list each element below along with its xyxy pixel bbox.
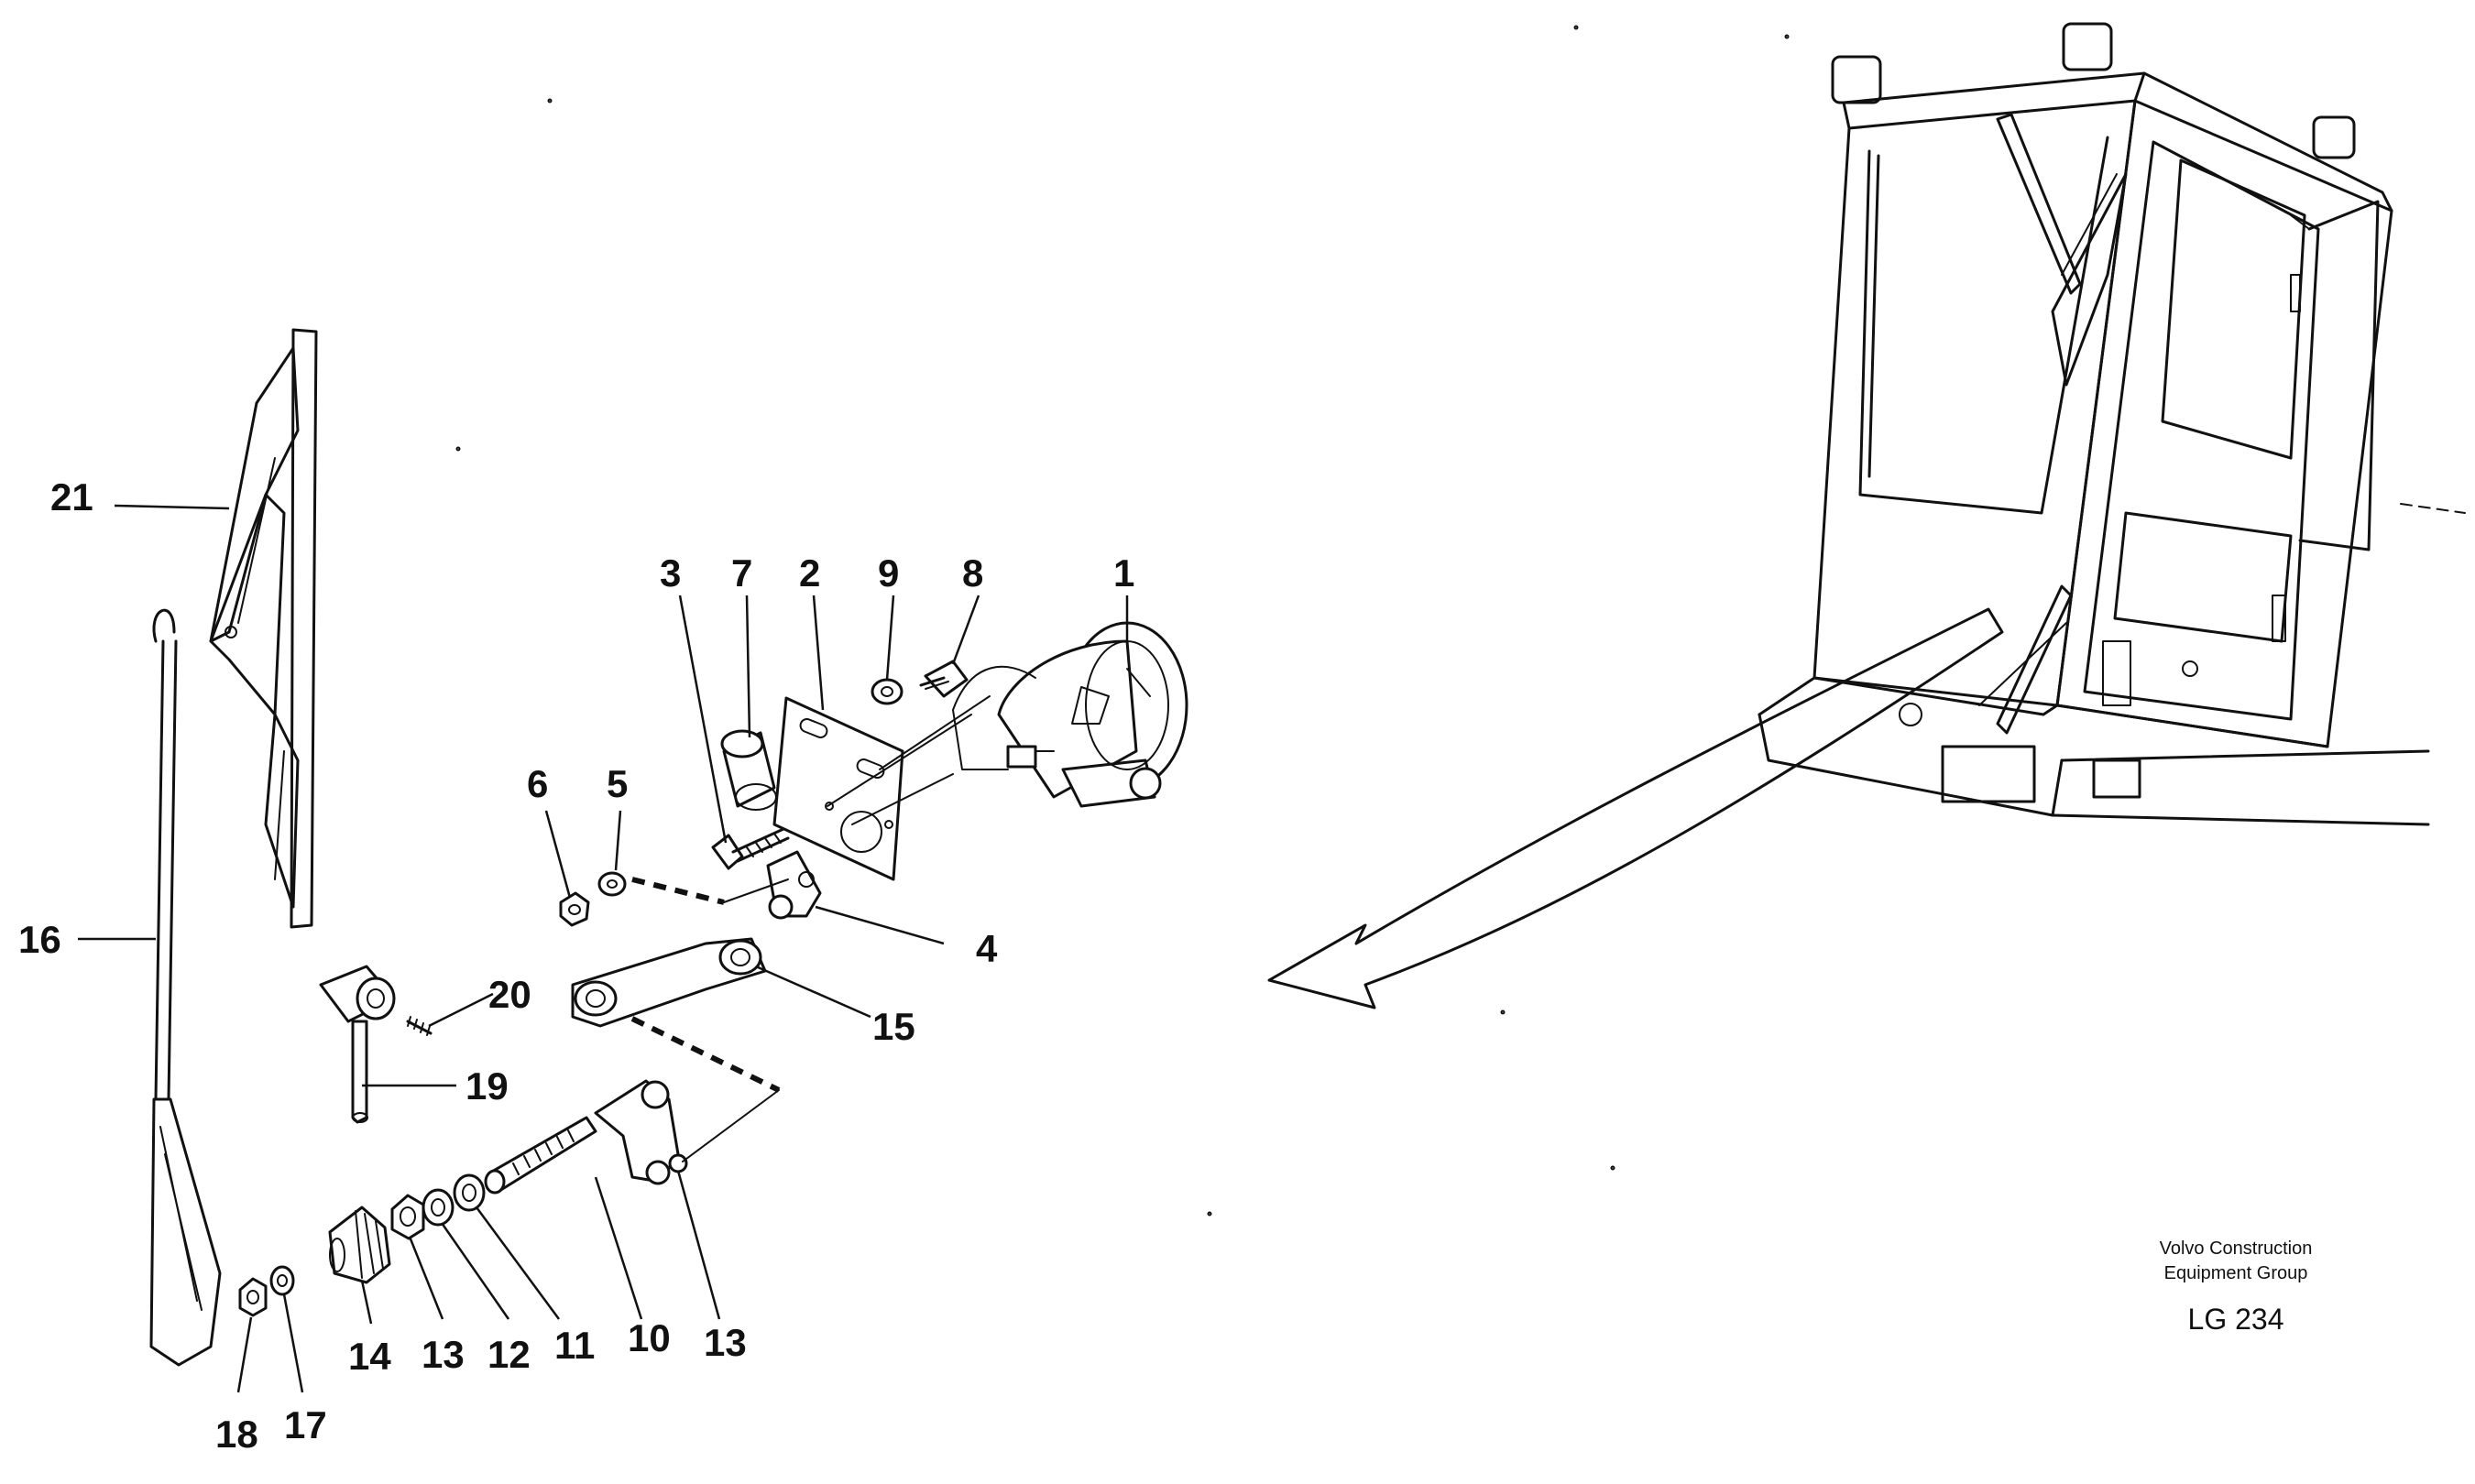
leader-lines [78, 504, 1129, 1393]
screw-20-part [406, 1016, 433, 1036]
drawing-code: LG 234 [2187, 1303, 2284, 1336]
company-line-2: Equipment Group [2163, 1263, 2308, 1283]
spacer-part [720, 729, 777, 811]
callout-2: 2 [799, 551, 821, 595]
callout-8: 8 [962, 551, 984, 595]
crank-4-part [766, 850, 822, 920]
direction-arrow [1267, 607, 2004, 1009]
mounting-plate-part [772, 695, 991, 881]
callout-6: 6 [527, 762, 549, 805]
callout-13-nut: 13 [422, 1333, 465, 1376]
reference-dots [455, 25, 1790, 1217]
callout-19: 19 [465, 1064, 509, 1108]
connection-line-1 [682, 1089, 780, 1162]
connection-dash-1 [631, 877, 725, 905]
nut-6-part [559, 891, 590, 927]
nut-18-part [238, 1277, 268, 1317]
cap-14-part [328, 1206, 391, 1284]
callout-1: 1 [1113, 551, 1135, 595]
callout-14: 14 [348, 1335, 391, 1378]
connection-dash-2 [630, 1016, 781, 1093]
callout-7: 7 [731, 551, 753, 595]
washer-5-part [597, 871, 627, 897]
nut-13-part [390, 1194, 425, 1240]
callout-18: 18 [215, 1413, 258, 1456]
callout-10: 10 [628, 1316, 671, 1359]
callout-21: 21 [50, 475, 93, 518]
callout-17: 17 [284, 1403, 327, 1446]
cab-illustration [1758, 22, 2466, 826]
callout-11: 11 [554, 1324, 596, 1367]
link-arm-15-part [571, 937, 767, 1028]
washer-17-part [269, 1265, 295, 1296]
wiper-blade-part [209, 328, 318, 929]
clamp-19-part [319, 965, 396, 1124]
wiper-arm-part [149, 608, 222, 1367]
callout-4: 4 [976, 927, 998, 970]
callout-15: 15 [872, 1005, 915, 1048]
callout-12: 12 [487, 1333, 531, 1376]
washer-12-part [422, 1188, 454, 1227]
connection-line-2 [723, 878, 789, 903]
screw-8-part [919, 660, 969, 698]
bolt-3-part [711, 827, 790, 870]
spindle-10-part [484, 1116, 597, 1195]
washer-9-part [871, 678, 903, 705]
company-line-1: Volvo Construction [2159, 1238, 2313, 1259]
callout-9: 9 [878, 551, 900, 595]
callout-20: 20 [488, 973, 531, 1016]
callout-5: 5 [607, 762, 629, 805]
callout-13-lever: 13 [704, 1321, 747, 1364]
lever-13-part [594, 1079, 688, 1185]
washer-11-part [453, 1173, 486, 1212]
callout-3: 3 [660, 551, 682, 595]
motor-part [952, 621, 1188, 808]
callout-16: 16 [18, 918, 61, 961]
company-name: Volvo Construction Equipment Group [2043, 1237, 2428, 1286]
